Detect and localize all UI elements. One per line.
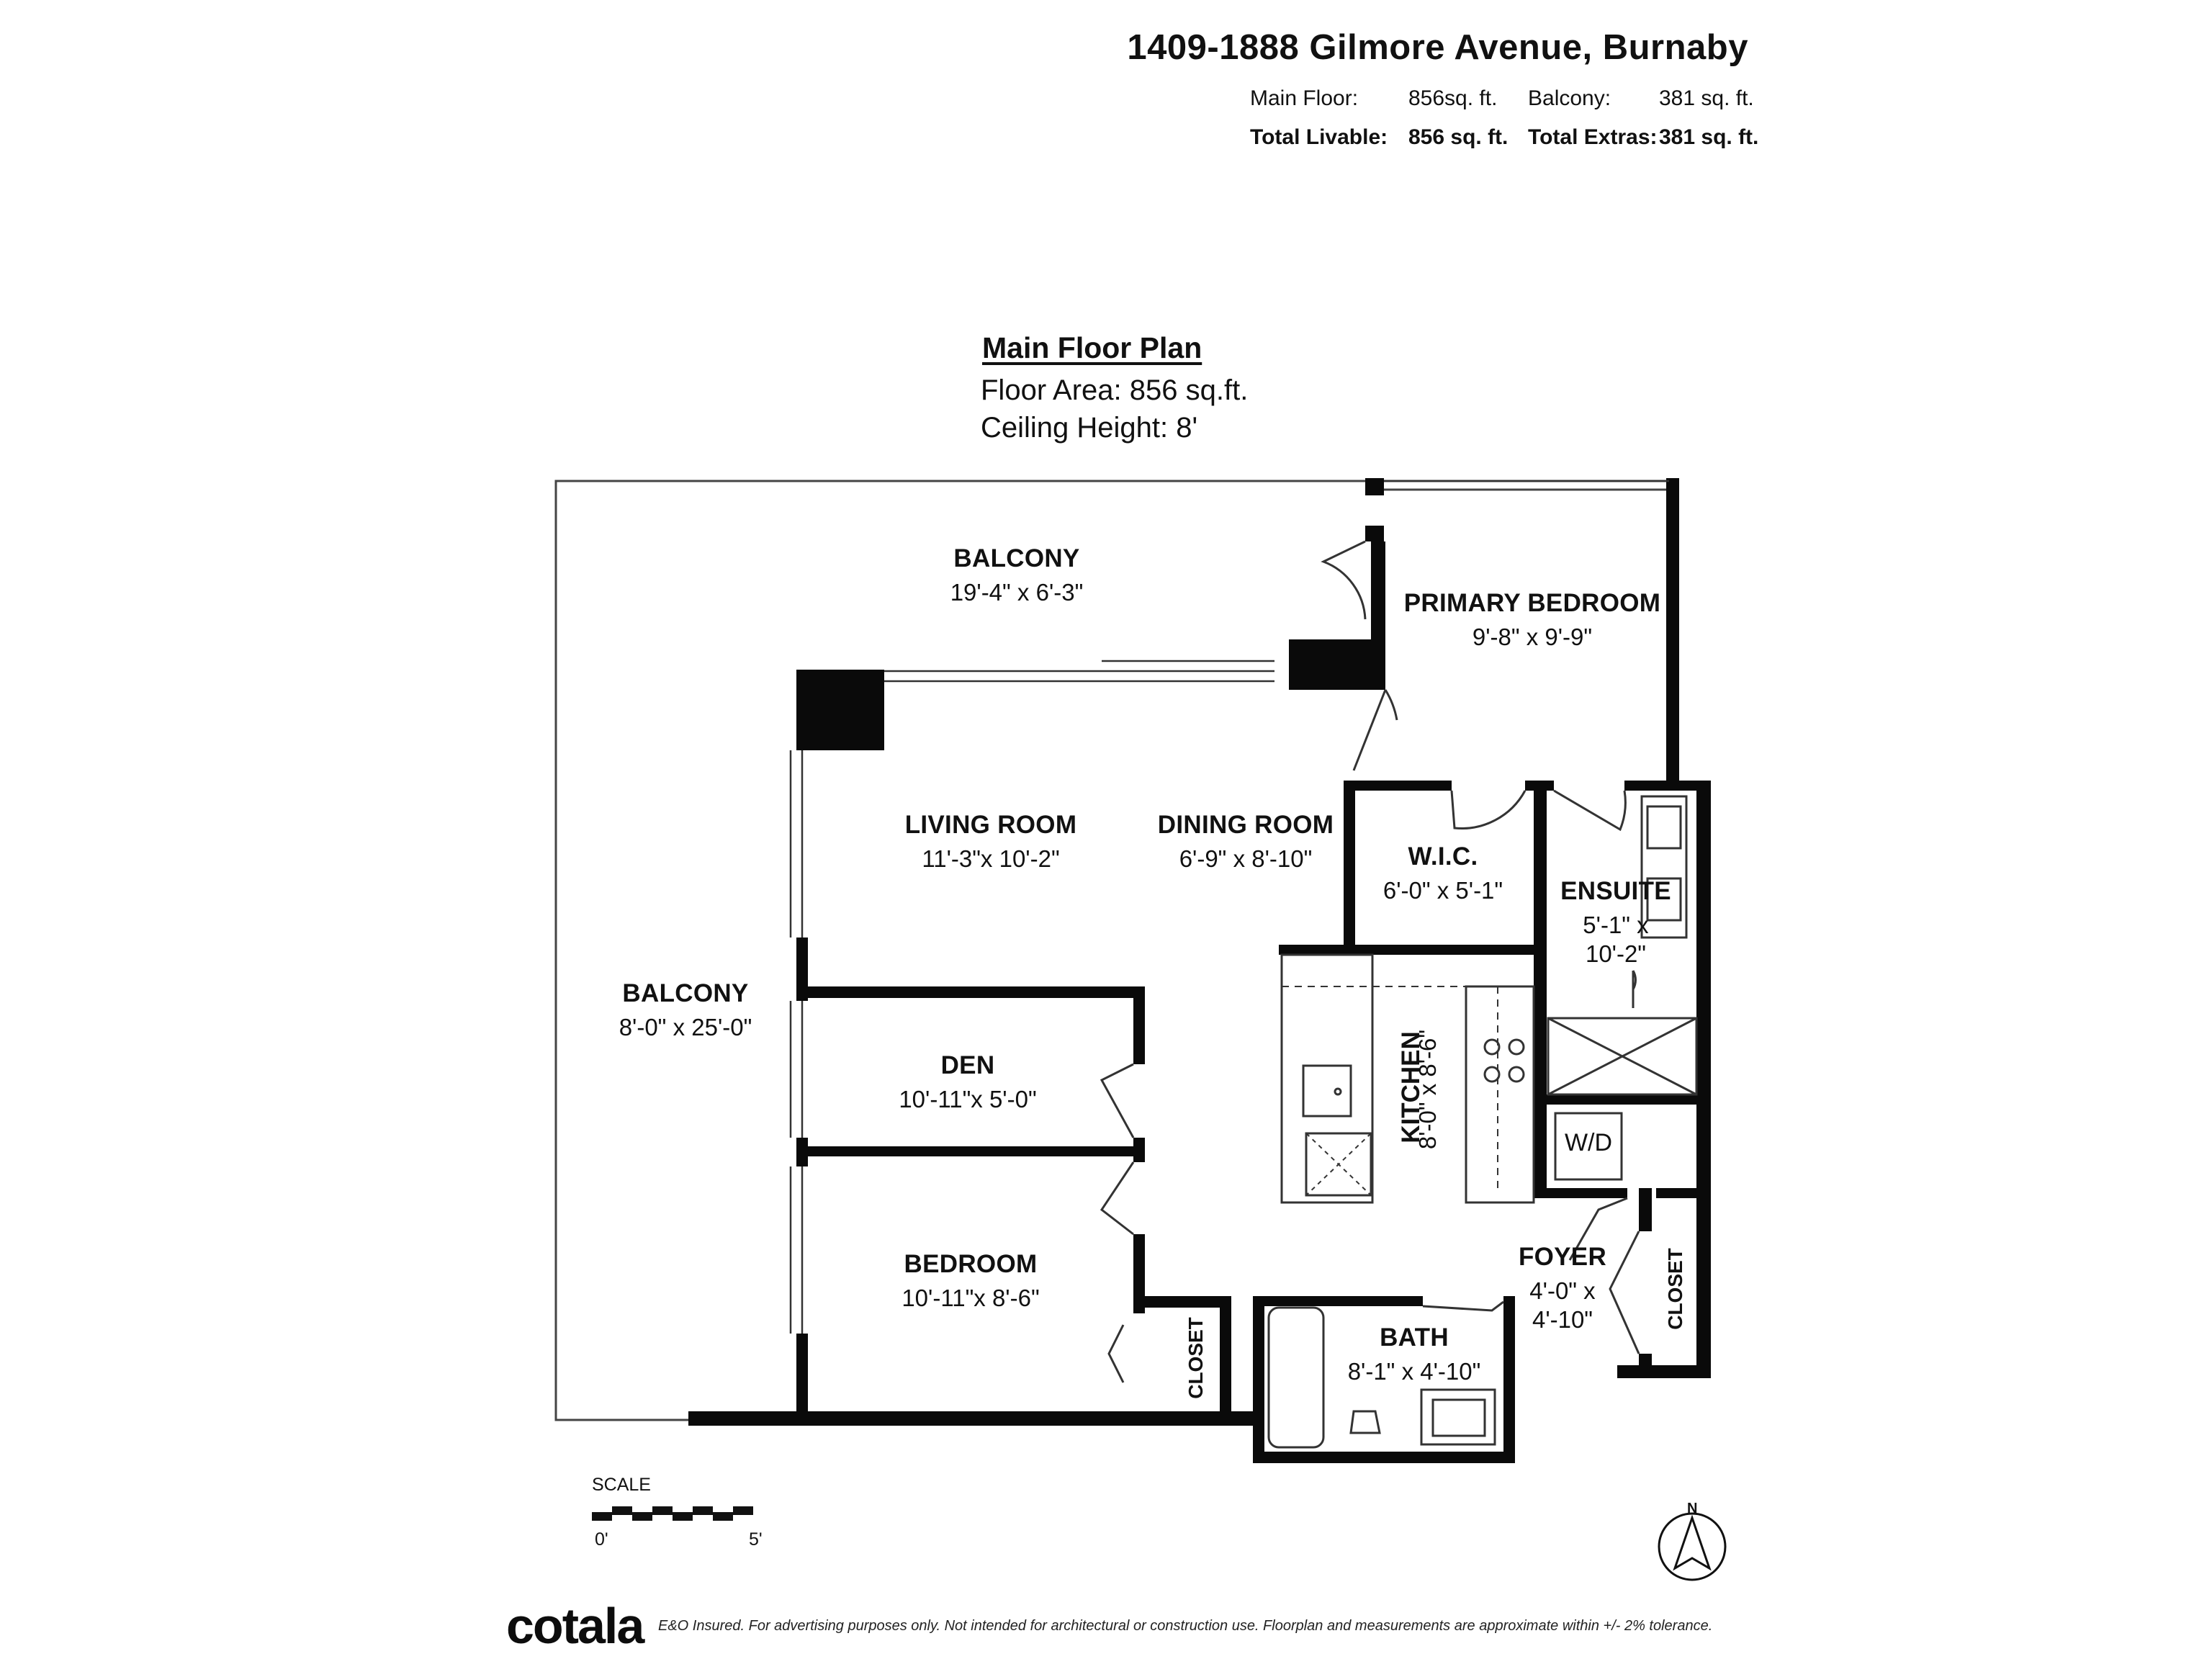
property-address: 1409-1888 Gilmore Avenue, Burnaby bbox=[1127, 28, 1748, 67]
room-wd: W/D bbox=[1565, 1129, 1612, 1157]
area-table-left: Main Floor: 856sq. ft. Total Livable: 85… bbox=[1249, 85, 1532, 164]
room-name: DINING ROOM bbox=[1157, 811, 1334, 839]
room-dining-room: DINING ROOM 6'-9" x 8'-10" bbox=[1158, 811, 1334, 873]
room-name: ENSUITE bbox=[1560, 877, 1671, 905]
room-dims: 4'-10" bbox=[1532, 1306, 1593, 1333]
main-floor-value: 856sq. ft. bbox=[1408, 86, 1498, 110]
balcony-area-value: 381 sq. ft. bbox=[1659, 86, 1754, 110]
floor-area: Floor Area: 856 sq.ft. bbox=[981, 374, 1249, 406]
room-dims: 6'-0" x 5'-1" bbox=[1382, 877, 1503, 904]
room-dims: 6'-9" x 8'-10" bbox=[1179, 845, 1313, 872]
room-dims: 9'-8" x 9'-9" bbox=[1472, 624, 1593, 650]
room-dims: 11'-3"x 10'-2" bbox=[922, 845, 1060, 872]
laundry-unit bbox=[1554, 1112, 1623, 1181]
bath-fixtures bbox=[1267, 1306, 1496, 1449]
room-dims: 8'-0" x 25'-0" bbox=[619, 1014, 752, 1040]
room-ensuite: ENSUITE 5'-1" x 10'-2" bbox=[1560, 877, 1671, 968]
walls bbox=[688, 478, 1711, 1463]
room-name: BALCONY bbox=[622, 979, 749, 1007]
total-livable-label: Total Livable: bbox=[1250, 125, 1388, 149]
room-dims: 19'-4" x 6'-3" bbox=[950, 579, 1084, 606]
room-dims: 4'-0" x bbox=[1529, 1277, 1596, 1304]
compass-north-label: N bbox=[1687, 1501, 1698, 1516]
room-bedroom: BEDROOM 10'-11"x 8'-6" bbox=[902, 1250, 1039, 1312]
room-bath: BATH 8'-1" x 4'-10" bbox=[1348, 1323, 1481, 1385]
disclaimer: E&O Insured. For advertising purposes on… bbox=[658, 1618, 1713, 1634]
area-table-right: Balcony: 381 sq. ft. Total Extras: 381 s… bbox=[1527, 85, 1760, 164]
room-dims: 10'-11"x 8'-6" bbox=[902, 1285, 1040, 1311]
door-swings bbox=[1100, 540, 1640, 1383]
ensuite-fixtures bbox=[1547, 795, 1698, 1096]
scale-label: SCALE bbox=[592, 1475, 651, 1495]
total-extras-label: Total Extras: bbox=[1528, 125, 1658, 149]
room-name: PRIMARY BEDROOM bbox=[1403, 589, 1661, 617]
room-wic: W.I.C. 6'-0" x 5'-1" bbox=[1383, 842, 1503, 904]
room-balcony-side: BALCONY 8'-0" x 25'-0" bbox=[619, 979, 752, 1041]
total-extras-value: 381 sq. ft. bbox=[1659, 125, 1759, 149]
compass-icon bbox=[1658, 1512, 1727, 1581]
scale-bar bbox=[592, 1506, 753, 1521]
room-kitchen-dims: 8'-0" x 8'-6" bbox=[1414, 1029, 1442, 1150]
scale-start: 0' bbox=[595, 1529, 608, 1550]
room-dims: 5'-1" x bbox=[1583, 912, 1649, 938]
cotala-logo: cotala bbox=[506, 1598, 644, 1654]
main-floor-label: Main Floor: bbox=[1250, 86, 1359, 110]
room-name: FOYER bbox=[1518, 1243, 1607, 1271]
scale-end: 5' bbox=[749, 1529, 763, 1550]
room-closet-foyer: CLOSET bbox=[1663, 1248, 1686, 1330]
room-name: BALCONY bbox=[953, 544, 1080, 572]
ceiling-height: Ceiling Height: 8' bbox=[981, 412, 1198, 444]
room-closet-bedroom: CLOSET bbox=[1184, 1317, 1207, 1399]
plan-title: Main Floor Plan bbox=[982, 331, 1202, 364]
windows bbox=[789, 480, 1669, 1334]
room-name: W/D bbox=[1564, 1129, 1613, 1156]
kitchen-cabinets bbox=[1280, 953, 1535, 1204]
room-den: DEN 10'-11"x 5'-0" bbox=[899, 1051, 1036, 1113]
room-dims: 10'-11"x 5'-0" bbox=[899, 1086, 1037, 1112]
room-dims: 8'-1" x 4'-10" bbox=[1347, 1358, 1481, 1385]
room-name: BATH bbox=[1380, 1323, 1449, 1352]
room-name: LIVING ROOM bbox=[904, 811, 1077, 839]
room-balcony-top: BALCONY 19'-4" x 6'-3" bbox=[950, 544, 1084, 606]
balcony-area-label: Balcony: bbox=[1528, 86, 1611, 110]
total-livable-value: 856 sq. ft. bbox=[1408, 125, 1509, 149]
room-primary-bedroom: PRIMARY BEDROOM 9'-8" x 9'-9" bbox=[1404, 589, 1660, 651]
room-name: DEN bbox=[940, 1051, 995, 1079]
room-dims: 10'-2" bbox=[1585, 940, 1647, 967]
room-name: W.I.C. bbox=[1408, 842, 1478, 871]
room-foyer: FOYER 4'-0" x 4'-10" bbox=[1519, 1243, 1606, 1334]
room-living-room: LIVING ROOM 11'-3"x 10'-2" bbox=[905, 811, 1077, 873]
room-name: BEDROOM bbox=[904, 1250, 1038, 1278]
